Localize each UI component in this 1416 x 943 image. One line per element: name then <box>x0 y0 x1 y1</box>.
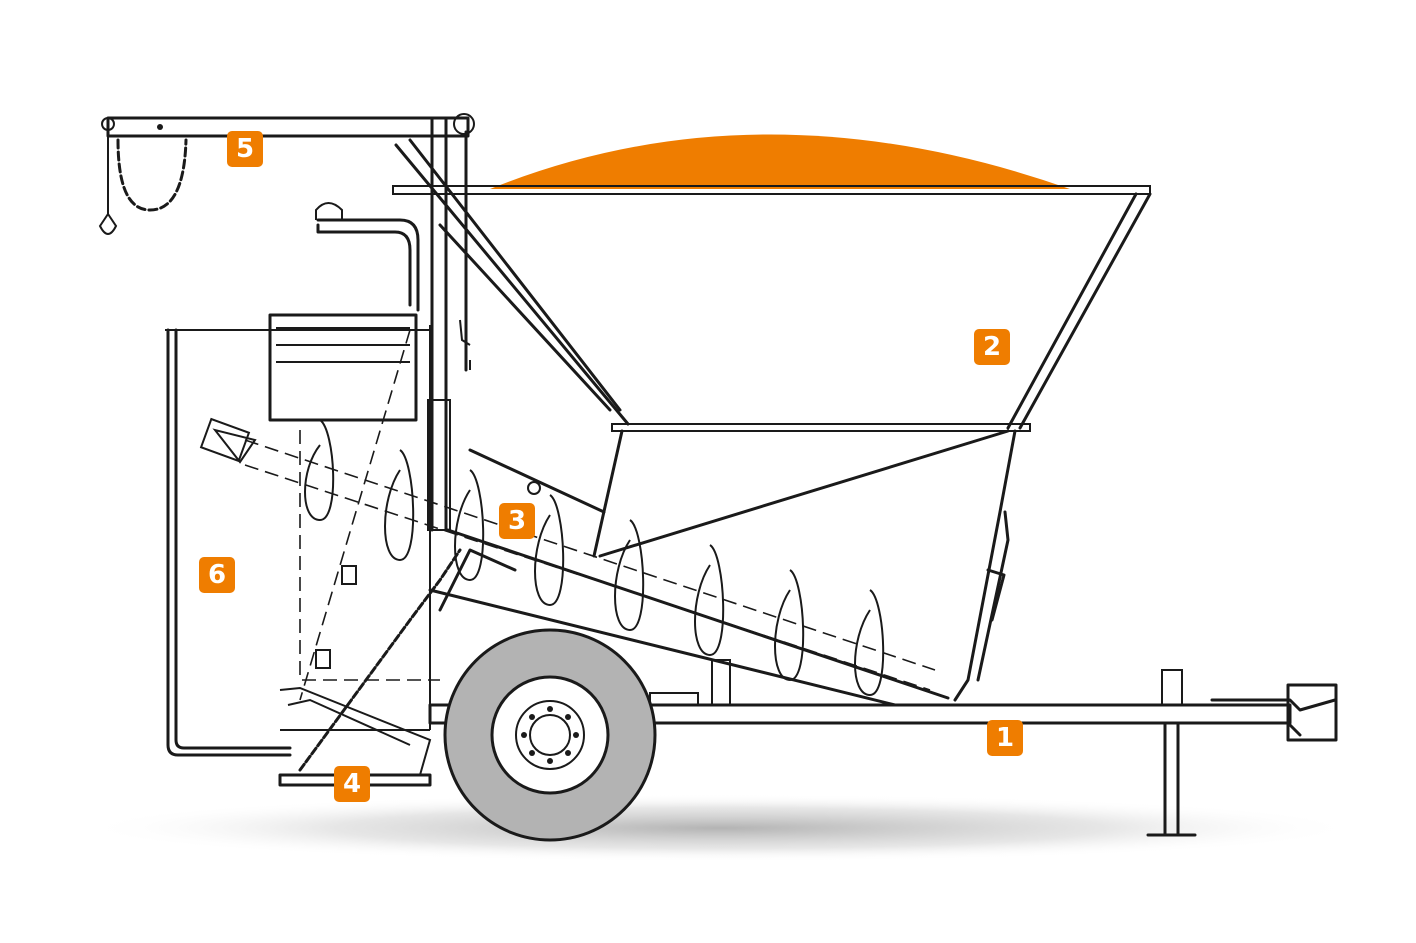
callout-1: 1 <box>987 720 1023 756</box>
wheel <box>443 628 657 842</box>
crane-chain <box>116 138 188 212</box>
callout-4: 4 <box>334 766 370 802</box>
lift-chain <box>298 548 462 772</box>
callout-6-label: 6 <box>208 560 226 590</box>
callout-3-label: 3 <box>508 506 526 536</box>
callout-1-label: 1 <box>996 723 1014 753</box>
callout-5-label: 5 <box>236 134 254 164</box>
callout-6: 6 <box>199 557 235 593</box>
ground-shadow <box>80 794 1360 862</box>
callout-2-label: 2 <box>983 332 1001 362</box>
callout-4-label: 4 <box>343 769 361 799</box>
auger-tube <box>199 417 950 707</box>
callout-2: 2 <box>974 329 1010 365</box>
rear-panel <box>165 325 440 757</box>
mast <box>268 116 471 532</box>
callout-5: 5 <box>227 131 263 167</box>
hopper <box>392 138 1152 702</box>
crane <box>98 113 475 235</box>
callout-3: 3 <box>499 503 535 539</box>
chassis <box>428 659 1338 837</box>
material-heap <box>490 134 1070 189</box>
